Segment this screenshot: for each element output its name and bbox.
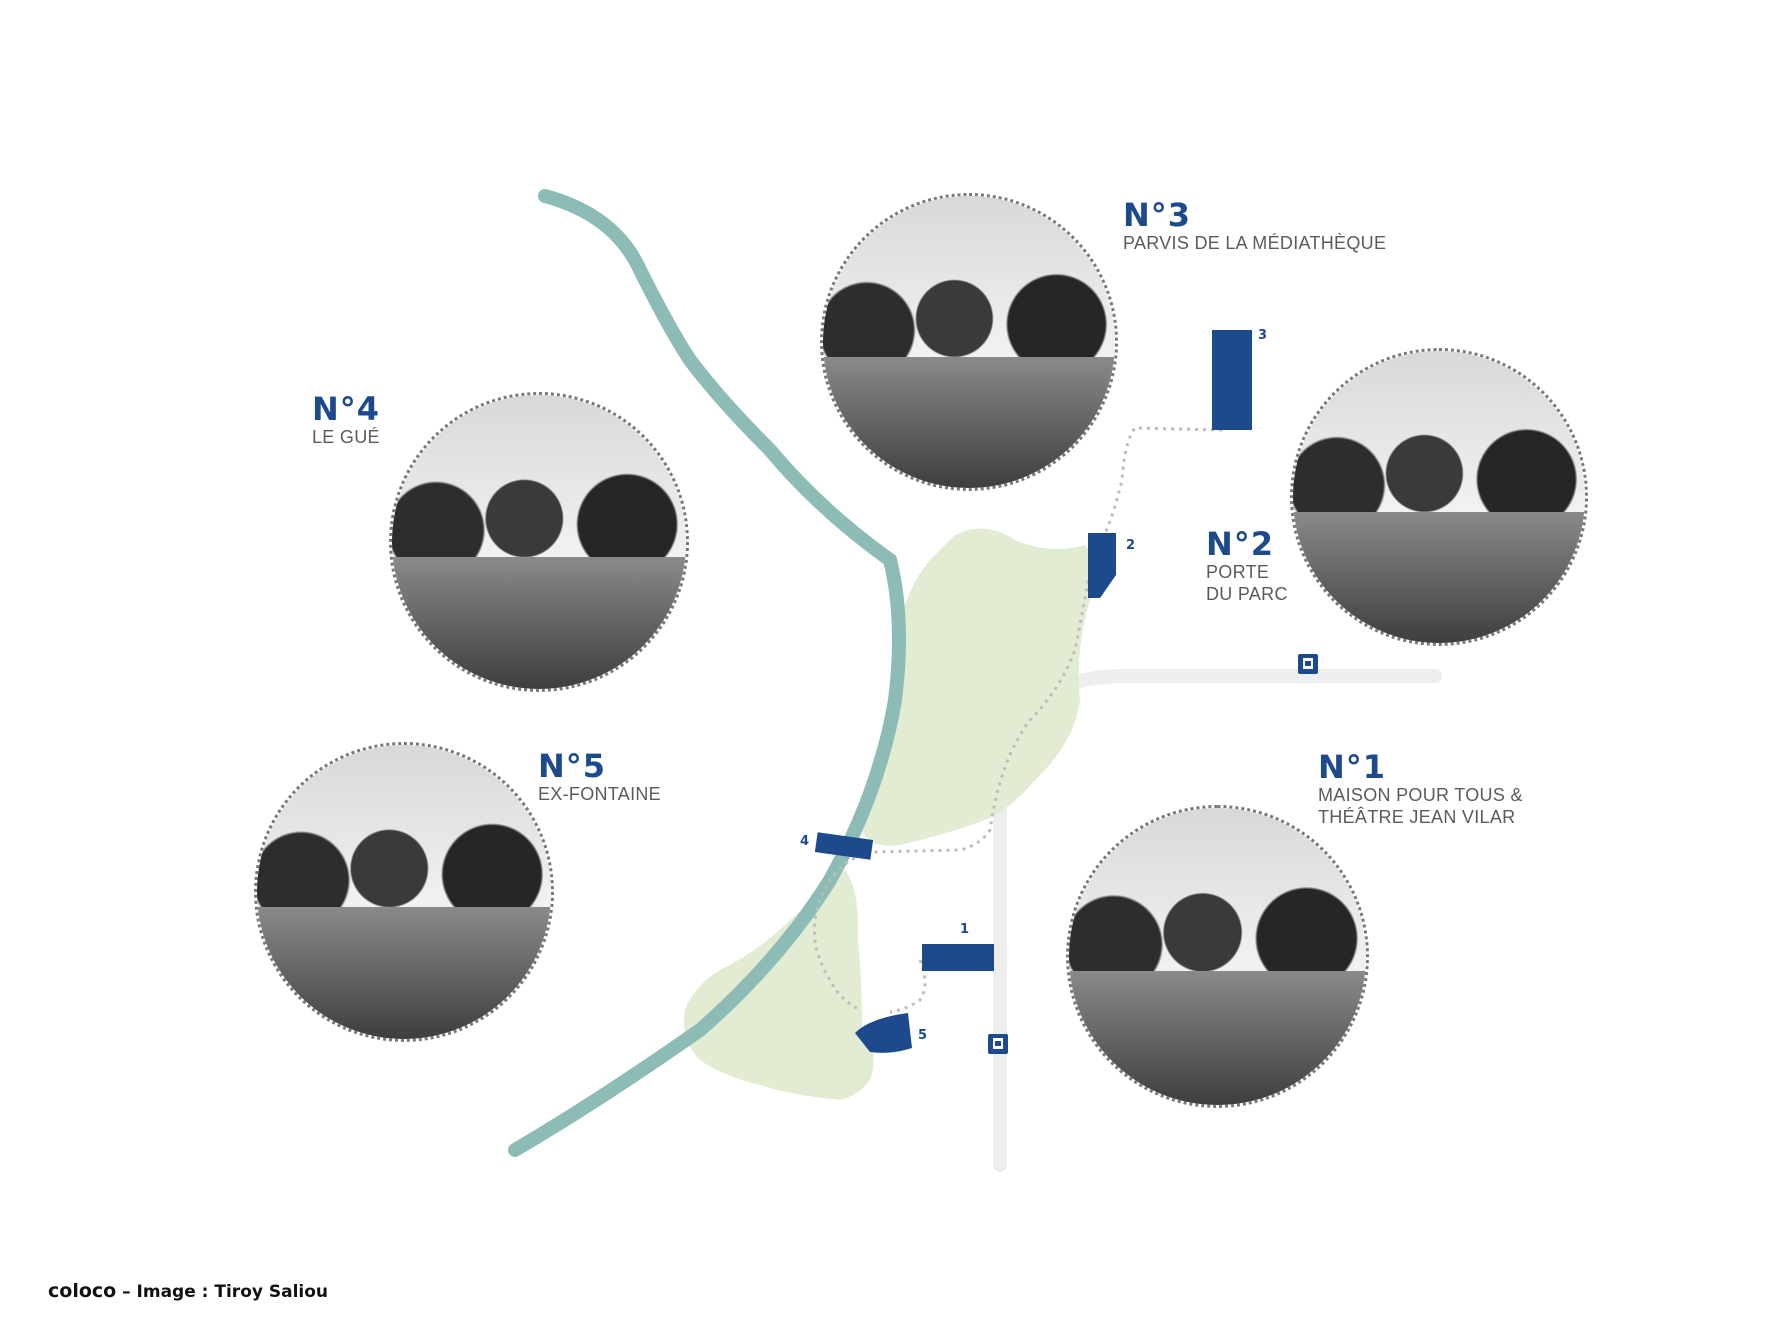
buildings [814, 330, 1252, 1053]
brand-name: coloco [48, 1280, 117, 1302]
station-name: PARVIS DE LA MÉDIATHÈQUE [1123, 233, 1387, 253]
tram-stop-icon [1298, 654, 1318, 674]
building-2 [1088, 533, 1116, 598]
station-number: N°4 [312, 390, 381, 428]
tram-stop-icon [988, 1034, 1008, 1054]
station-number: N°5 [538, 747, 607, 785]
building-5 [855, 1013, 912, 1053]
station-number: N°1 [1318, 748, 1387, 786]
photo-ex-fontaine [254, 742, 554, 1042]
credit-text: – Image : Tiroy Saliou [116, 1282, 329, 1302]
station-name: LE GUÉ [312, 427, 380, 447]
station-name: MAISON POUR TOUS & THÉÂTRE JEAN VILAR [1318, 785, 1523, 827]
station-n2: N°2 PORTE DU PARC [1206, 527, 1288, 605]
station-n1: N°1 MAISON POUR TOUS & THÉÂTRE JEAN VILA… [1318, 750, 1523, 828]
building-label-4: 4 [800, 834, 810, 849]
station-name: EX-FONTAINE [538, 784, 661, 804]
walking-path [812, 426, 1223, 1014]
building-1 [922, 944, 994, 971]
photo-maison-pour-tous [1066, 805, 1369, 1108]
building-label-3: 3 [1258, 328, 1268, 343]
photo-le-gue [389, 392, 689, 692]
station-n4: N°4 LE GUÉ [312, 392, 380, 448]
river [508, 189, 906, 1157]
photo-porte-du-parc [1290, 348, 1588, 646]
building-3 [1212, 330, 1252, 430]
station-number: N°2 [1206, 525, 1275, 563]
park-upper [860, 528, 1094, 846]
station-n3: N°3 PARVIS DE LA MÉDIATHÈQUE [1123, 198, 1386, 254]
park-areas [684, 528, 1094, 1100]
park-lower [684, 870, 874, 1100]
building-4 [814, 832, 874, 860]
building-label-5: 5 [918, 1028, 928, 1043]
station-name: PORTE DU PARC [1206, 562, 1288, 604]
building-label-1: 1 [960, 922, 970, 937]
building-label-2: 2 [1126, 538, 1136, 553]
image-credit: coloco – Image : Tiroy Saliou [48, 1280, 328, 1302]
station-number: N°3 [1123, 196, 1192, 234]
photo-mediatheque [820, 193, 1118, 491]
station-n5: N°5 EX-FONTAINE [538, 749, 661, 805]
